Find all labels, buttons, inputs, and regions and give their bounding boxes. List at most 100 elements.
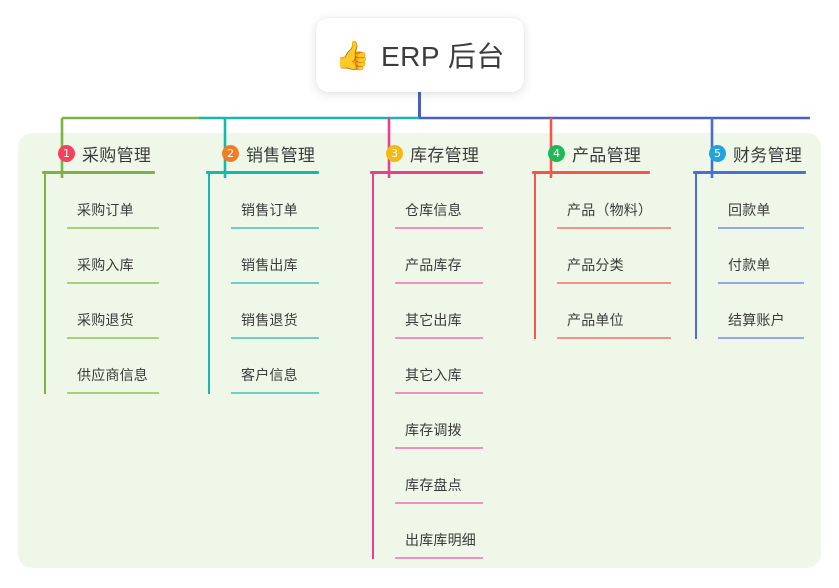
branch-column: 1 采购管理采购订单采购入库采购退货供应商信息	[36, 140, 186, 394]
branch-title: 财务管理	[733, 145, 803, 165]
leaf-item[interactable]: 产品分类	[557, 229, 681, 284]
branch-spine	[44, 174, 46, 394]
root-node[interactable]: 👍 ERP 后台	[316, 18, 524, 92]
leaf-item[interactable]: 库存调拨	[395, 394, 514, 449]
leaf-item[interactable]: 库存盘点	[395, 449, 514, 504]
branch-items: 销售订单销售出库销售退货客户信息	[200, 174, 350, 394]
leaf-item-underline	[67, 392, 159, 394]
leaf-item-underline	[395, 227, 483, 229]
leaf-item[interactable]: 其它入库	[395, 339, 514, 394]
leaf-item-underline	[395, 282, 483, 284]
branch-column: 2 销售管理销售订单销售出库销售退货客户信息	[200, 140, 350, 394]
leaf-item-label: 客户信息	[241, 367, 298, 383]
branch-column: 5 财务管理回款单付款单结算账户	[687, 140, 837, 339]
branches-panel	[18, 133, 821, 568]
leaf-item-label: 销售出库	[241, 257, 298, 273]
leaf-item-label: 其它出库	[405, 312, 462, 328]
leaf-item-underline	[231, 337, 319, 339]
leaf-item[interactable]: 采购入库	[67, 229, 186, 284]
leaf-item[interactable]: 产品单位	[557, 284, 681, 339]
leaf-item-label: 库存调拨	[405, 422, 462, 438]
leaf-item-underline	[395, 557, 483, 559]
branch-title: 采购管理	[82, 145, 152, 165]
leaf-item-label: 产品分类	[567, 257, 624, 273]
leaf-item-label: 销售退货	[241, 312, 298, 328]
leaf-item-underline	[718, 282, 804, 284]
branch-spine	[534, 174, 536, 339]
leaf-item[interactable]: 付款单	[718, 229, 837, 284]
branch-header[interactable]: 4 产品管理	[526, 140, 681, 166]
branch-items: 采购订单采购入库采购退货供应商信息	[36, 174, 186, 394]
leaf-item[interactable]: 仓库信息	[395, 174, 514, 229]
leaf-item-underline	[67, 337, 159, 339]
branch-title: 销售管理	[246, 145, 316, 165]
branch-index-badge: 4	[548, 144, 565, 162]
leaf-item-underline	[557, 282, 671, 284]
leaf-item-label: 产品单位	[567, 312, 624, 328]
leaf-item-label: 结算账户	[728, 312, 785, 328]
leaf-item[interactable]: 其它出库	[395, 284, 514, 339]
leaf-item-label: 库存盘点	[405, 477, 462, 493]
leaf-item-label: 采购入库	[77, 257, 134, 273]
branch-spine	[695, 174, 697, 339]
branch-underline	[532, 171, 650, 174]
branch-items: 回款单付款单结算账户	[687, 174, 837, 339]
leaf-item-underline	[395, 447, 483, 449]
leaf-item-label: 销售订单	[241, 202, 298, 218]
leaf-item-underline	[231, 392, 319, 394]
branch-underline	[206, 171, 319, 174]
thumbs-up-icon: 👍	[335, 40, 370, 71]
branch-index-badge: 5	[709, 144, 726, 162]
branch-title: 库存管理	[410, 145, 480, 165]
leaf-item-label: 仓库信息	[405, 202, 462, 218]
branch-header[interactable]: 3 库存管理	[364, 140, 514, 166]
leaf-item-underline	[395, 392, 483, 394]
leaf-item-underline	[67, 282, 159, 284]
branch-index-badge: 2	[222, 144, 239, 162]
branch-index-badge: 1	[58, 144, 75, 162]
leaf-item[interactable]: 回款单	[718, 174, 837, 229]
leaf-item-label: 采购退货	[77, 312, 134, 328]
branch-underline	[370, 171, 483, 174]
branch-spine	[372, 174, 374, 559]
branch-spine	[208, 174, 210, 394]
branch-items: 产品（物料） 产品分类产品单位	[526, 174, 681, 339]
leaf-item[interactable]: 产品（物料）	[557, 174, 681, 229]
leaf-item-label: 供应商信息	[77, 367, 148, 383]
branch-underline	[42, 171, 155, 174]
leaf-item-underline	[557, 227, 671, 229]
branch-index-badge: 3	[386, 144, 403, 162]
leaf-item-underline	[231, 282, 319, 284]
leaf-item[interactable]: 供应商信息	[67, 339, 186, 394]
leaf-item[interactable]: 销售订单	[231, 174, 350, 229]
branch-column: 3 库存管理仓库信息产品库存其它出库其它入库库存调拨库存盘点出库库明细	[364, 140, 514, 559]
branch-header[interactable]: 1 采购管理	[36, 140, 186, 166]
leaf-item-label: 回款单	[728, 202, 771, 218]
leaf-item-underline	[67, 227, 159, 229]
branch-underline	[693, 171, 806, 174]
leaf-item[interactable]: 出库库明细	[395, 504, 514, 559]
leaf-item-label: 出库库明细	[405, 532, 476, 548]
leaf-item-underline	[718, 227, 804, 229]
branch-items: 仓库信息产品库存其它出库其它入库库存调拨库存盘点出库库明细	[364, 174, 514, 559]
leaf-item-underline	[718, 337, 804, 339]
leaf-item[interactable]: 采购退货	[67, 284, 186, 339]
branch-header[interactable]: 5 财务管理	[687, 140, 837, 166]
leaf-item-label: 采购订单	[77, 202, 134, 218]
branch-title: 产品管理	[572, 145, 642, 165]
leaf-item-underline	[231, 227, 319, 229]
leaf-item-label: 产品库存	[405, 257, 462, 273]
leaf-item-underline	[395, 502, 483, 504]
leaf-item-label: 其它入库	[405, 367, 462, 383]
leaf-item-underline	[395, 337, 483, 339]
leaf-item[interactable]: 采购订单	[67, 174, 186, 229]
leaf-item[interactable]: 销售退货	[231, 284, 350, 339]
leaf-item[interactable]: 产品库存	[395, 229, 514, 284]
leaf-item[interactable]: 结算账户	[718, 284, 837, 339]
leaf-item[interactable]: 销售出库	[231, 229, 350, 284]
leaf-item[interactable]: 客户信息	[231, 339, 350, 394]
branch-column: 4 产品管理产品（物料） 产品分类产品单位	[526, 140, 681, 339]
branch-header[interactable]: 2 销售管理	[200, 140, 350, 166]
leaf-item-label: 产品（物料）	[567, 202, 653, 218]
